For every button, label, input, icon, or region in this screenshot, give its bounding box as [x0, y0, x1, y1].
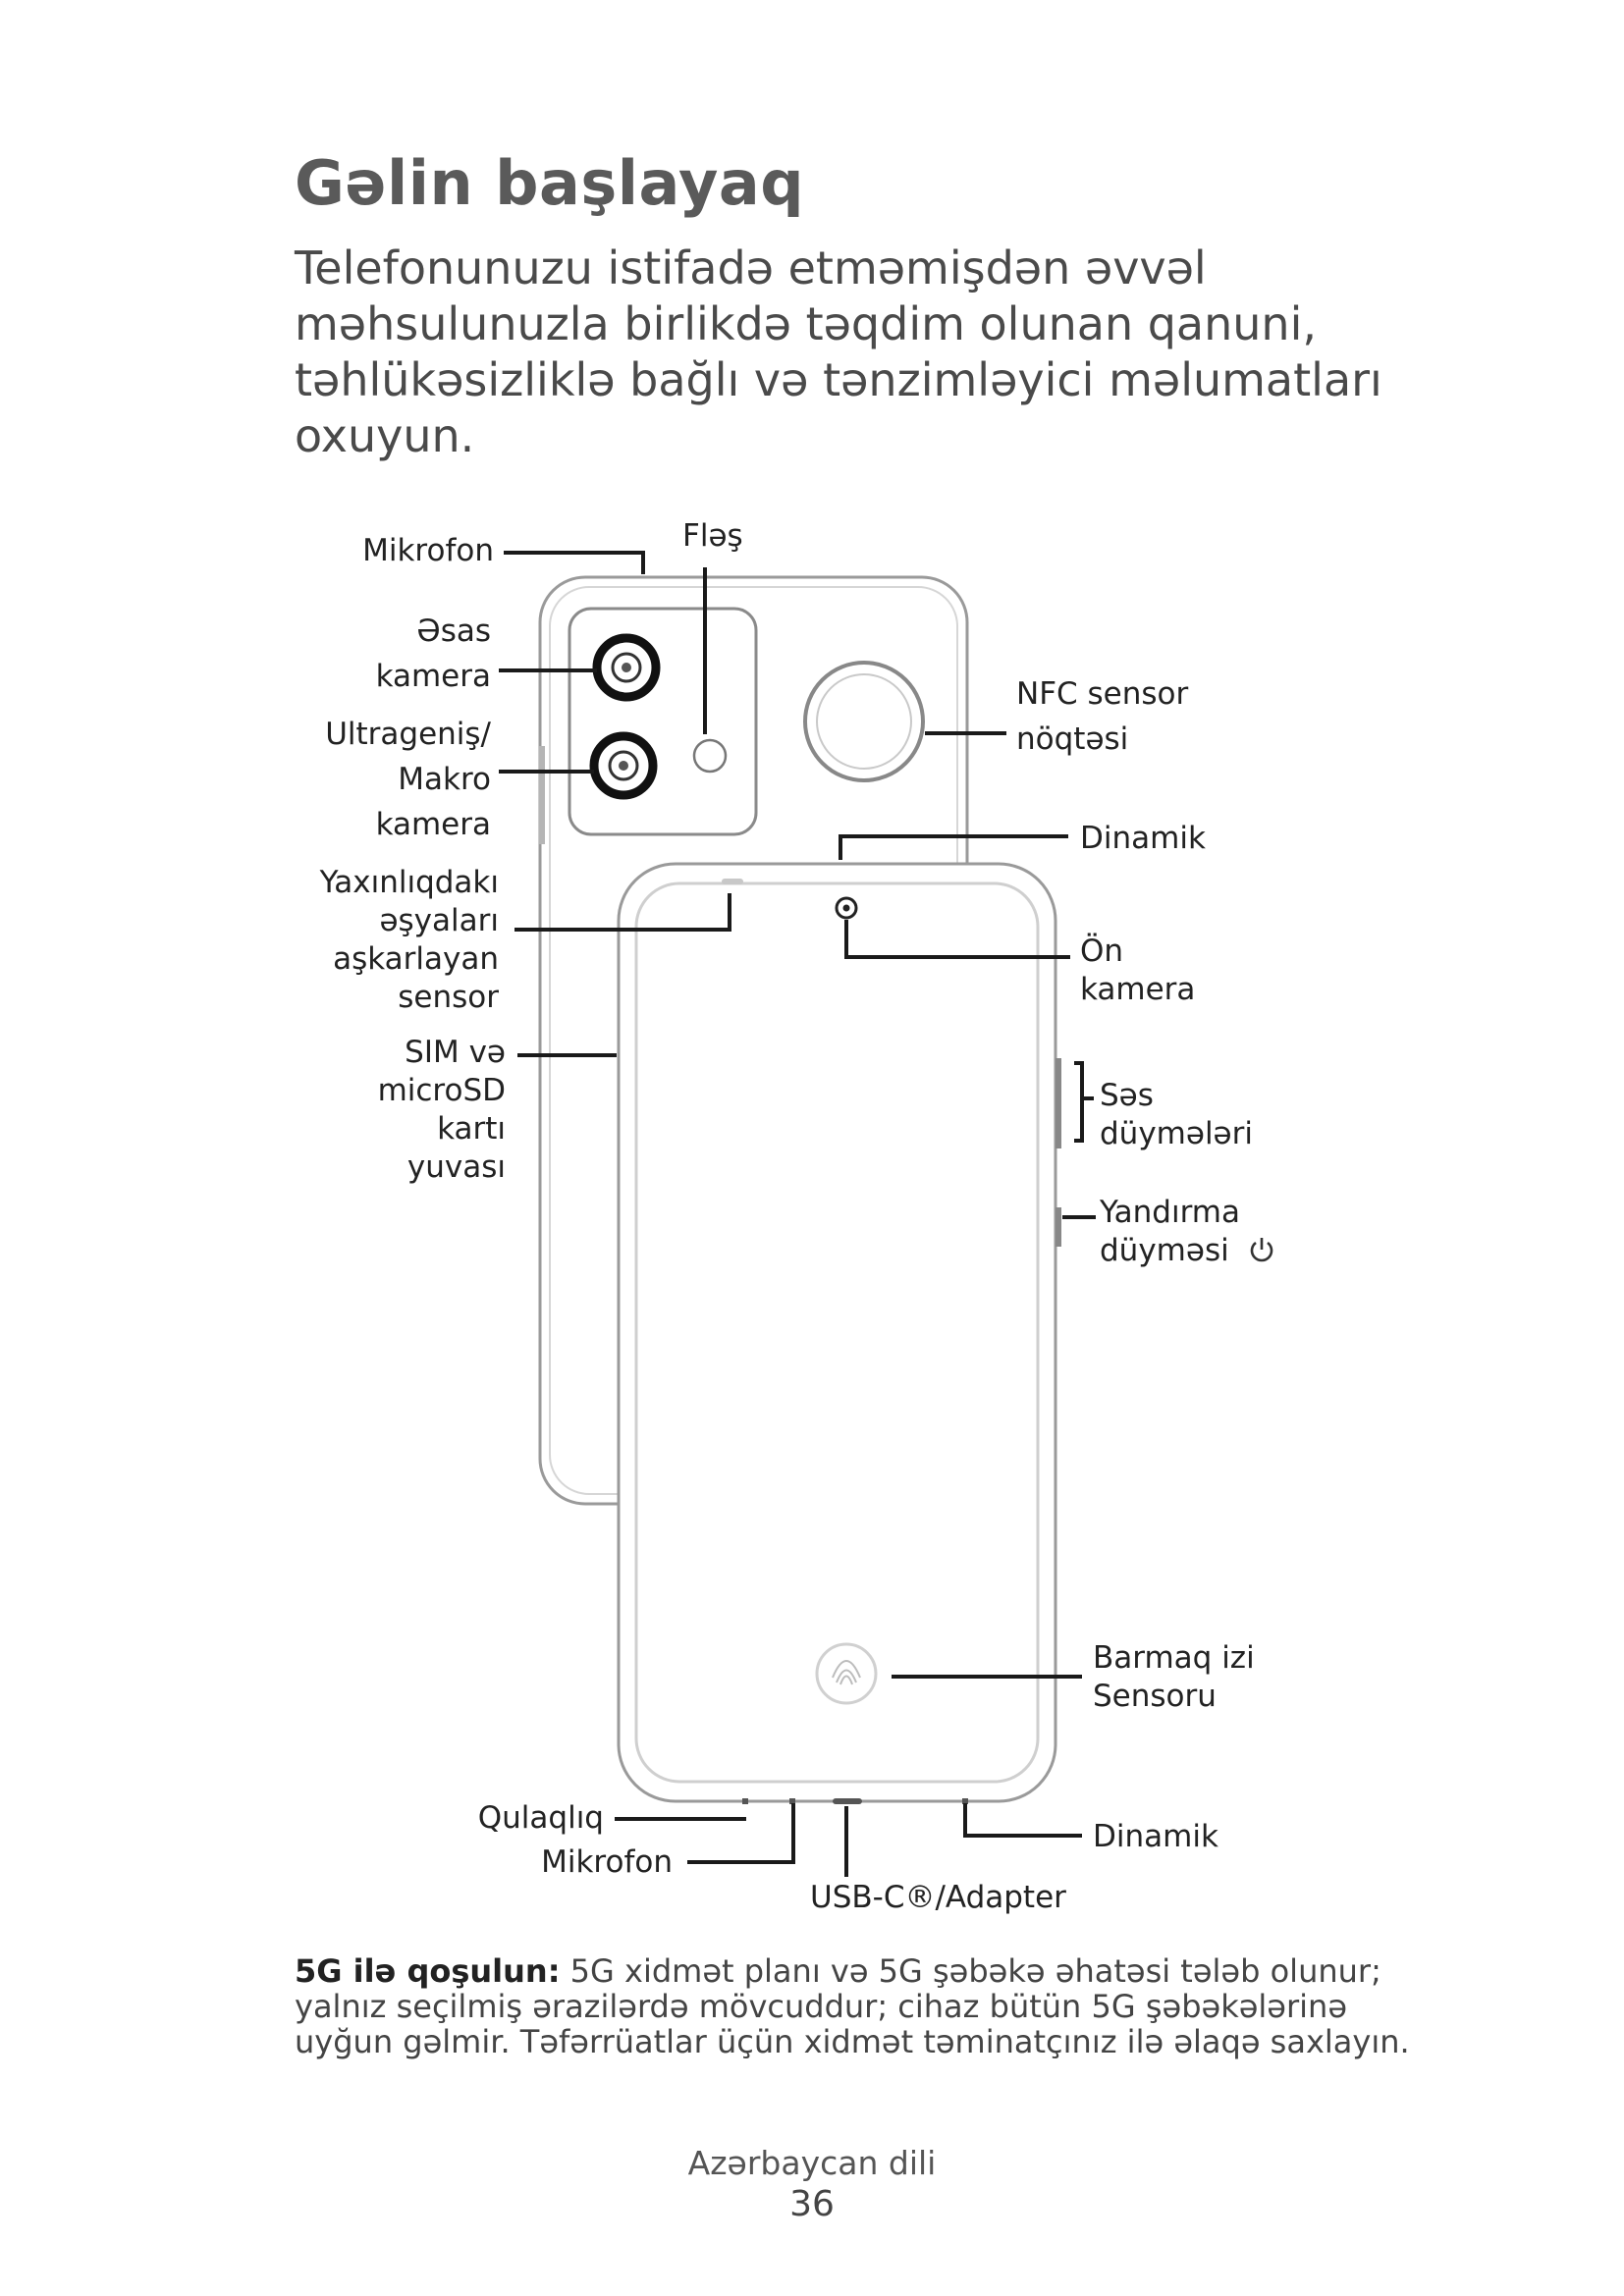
note-line: 5G ilə qoşulun: 5G xidmət planı və 5G şə… — [295, 1952, 1381, 1990]
bottom-edge-ports — [742, 1798, 968, 1804]
label-line: Səs — [1100, 1078, 1154, 1113]
label-front-camera: Ön kamera — [1080, 933, 1195, 1009]
label-line: kartı — [437, 1111, 506, 1147]
callout-lines — [499, 551, 1096, 1877]
intro-line: təhlükəsizliklə bağlı və tənzimləyici mə… — [295, 353, 1382, 406]
intro-paragraph: Telefonunuzu istifadə etməmişdən əvvəl m… — [295, 240, 1382, 464]
power-icon — [1250, 1238, 1272, 1262]
label-line: NFC sensor — [1016, 676, 1189, 712]
label-line: nöqtəsi — [1016, 721, 1129, 757]
label-ultrawide-camera: Ultrageniş/ Makro kamera — [275, 712, 491, 847]
label-line: kamera — [375, 807, 491, 842]
fingerprint-icon — [815, 1642, 878, 1705]
camera-module — [568, 607, 758, 836]
intro-line: oxuyun. — [295, 409, 475, 462]
label-line: Yaxınlıqdakı — [319, 865, 499, 900]
label-usb: USB-C®/Adapter — [810, 1880, 1066, 1915]
label-line: Yandırma — [1100, 1195, 1240, 1230]
label-line: Ön — [1080, 934, 1124, 969]
5g-note: 5G ilə qoşulun: 5G xidmət planı və 5G şə… — [295, 1952, 1410, 2060]
label-microphone-bottom: Mikrofon — [541, 1844, 673, 1880]
label-volume-buttons: Səs düymələri — [1100, 1077, 1253, 1153]
page-title: Gəlin başlayaq — [295, 147, 805, 219]
label-flash: Fləş — [682, 518, 743, 554]
note-lead: 5G ilə qoşulun: — [295, 1952, 561, 1990]
label-line: kamera — [1080, 972, 1196, 1007]
nfc-ring — [803, 661, 925, 782]
label-line: microSD — [377, 1073, 506, 1108]
label-line: düymələri — [1100, 1116, 1253, 1151]
front-camera-dot — [835, 896, 858, 920]
page-number: 36 — [789, 2184, 835, 2224]
label-line: Barmaq izi — [1093, 1640, 1255, 1676]
label-line: düyməsi — [1100, 1232, 1276, 1270]
label-line: aşkarlayan — [333, 941, 499, 977]
phone-front — [617, 862, 1061, 1804]
label-power-button: Yandırma düyməsi — [1100, 1194, 1276, 1270]
label-main-camera: Əsas kamera — [295, 609, 491, 699]
label-line: Makro — [398, 762, 491, 797]
label-line: Əsas — [416, 614, 491, 649]
label-text: düyməsi — [1100, 1233, 1229, 1268]
flash-led — [692, 738, 728, 774]
note-line: yalnız seçilmiş ərazilərdə mövcuddur; ci… — [295, 1988, 1347, 2025]
note-text: 5G xidmət planı və 5G şəbəkə əhatəsi təl… — [560, 1952, 1381, 1990]
footer-language: Azərbaycan dili — [687, 2144, 937, 2182]
ultrawide-camera-lens — [589, 731, 658, 800]
label-microphone-top: Mikrofon — [362, 533, 494, 568]
intro-line: Telefonunuzu istifadə etməmişdən əvvəl — [295, 241, 1207, 294]
label-sim-tray: SIM və microSD kartı yuvası — [295, 1034, 506, 1187]
label-headphone: Qulaqlıq — [477, 1800, 604, 1836]
label-proximity-sensor: Yaxınlıqdakı əşyaları aşkarlayan sensor — [275, 864, 499, 1017]
label-nfc: NFC sensor nöqtəsi — [1016, 671, 1188, 762]
label-line: əşyaları — [379, 903, 499, 938]
label-line: sensor — [398, 980, 499, 1015]
label-fingerprint: Barmaq izi Sensoru — [1093, 1639, 1255, 1716]
label-line: Sensoru — [1093, 1679, 1217, 1714]
note-line: uyğun gəlmir. Təfərrüatlar üçün xidmət t… — [295, 2023, 1410, 2060]
label-speaker-bottom: Dinamik — [1093, 1819, 1218, 1854]
label-line: SIM və — [405, 1035, 506, 1070]
label-line: yuvası — [406, 1149, 506, 1185]
label-line: Ultrageniş/ — [325, 717, 491, 752]
label-speaker-top: Dinamik — [1080, 821, 1206, 856]
label-line: kamera — [375, 659, 491, 694]
intro-line: məhsulunuzla birlikdə təqdim olunan qanu… — [295, 297, 1317, 350]
main-camera-lens — [592, 633, 661, 702]
